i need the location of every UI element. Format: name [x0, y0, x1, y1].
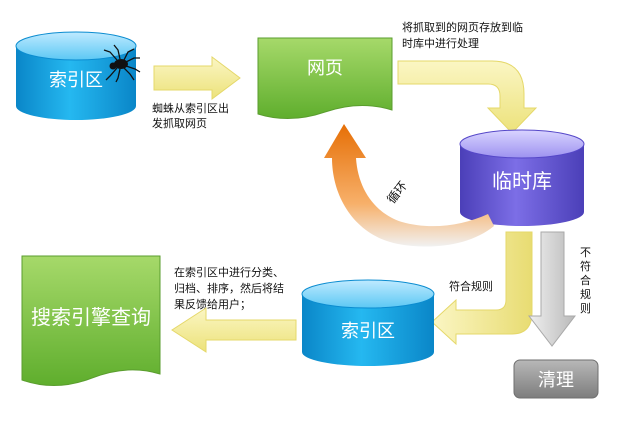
arrow-index-to-search	[171, 307, 297, 353]
svg-text:则: 则	[580, 302, 591, 315]
search-query-label: 搜索引擎查询	[31, 305, 151, 329]
clean-label: 清理	[538, 370, 574, 391]
store-note-line2: 时库中进行处理	[402, 37, 479, 50]
classify-note-line2: 归档、排序，然后将结	[174, 281, 284, 295]
spider-note-line1: 蜘蛛从索引区出	[152, 101, 229, 115]
index-area-top-cylinder: 索引区	[15, 31, 137, 120]
arrow-tempdb-to-clean	[527, 231, 577, 347]
match-label: 符合规则	[449, 279, 493, 293]
webpage-document: 网页	[257, 37, 393, 120]
clean-box: 清理	[513, 359, 599, 399]
loop-label: 循环	[384, 179, 410, 207]
index-area-bottom-label: 索引区	[341, 321, 395, 342]
store-note-line1: 将抓取到的网页存放到临	[402, 20, 523, 34]
loop-arrow	[324, 124, 494, 247]
classify-note-line1: 在索引区中进行分类、	[174, 265, 284, 279]
arrow-webpage-to-tempdb	[397, 60, 538, 134]
webpage-label: 网页	[307, 58, 343, 79]
nomatch-label: 不 符 合 规 则	[580, 246, 591, 315]
svg-text:不: 不	[580, 246, 591, 259]
svg-text:合: 合	[580, 273, 591, 287]
temp-db-cylinder: 临时库	[459, 129, 585, 226]
temp-db-label: 临时库	[492, 169, 552, 193]
spider-icon	[103, 44, 141, 83]
arrow-spider-to-webpage	[153, 56, 241, 100]
svg-text:符: 符	[580, 260, 591, 273]
arrow-tempdb-to-index-bottom	[431, 231, 533, 346]
index-area-top-label: 索引区	[49, 70, 103, 91]
classify-note-line3: 果反馈给用户；	[174, 297, 251, 311]
search-query-document: 搜索引擎查询	[21, 255, 161, 387]
index-area-bottom-cylinder: 索引区	[301, 279, 435, 366]
spider-note-line2: 发抓取网页	[152, 116, 207, 130]
svg-text:规: 规	[580, 287, 591, 301]
